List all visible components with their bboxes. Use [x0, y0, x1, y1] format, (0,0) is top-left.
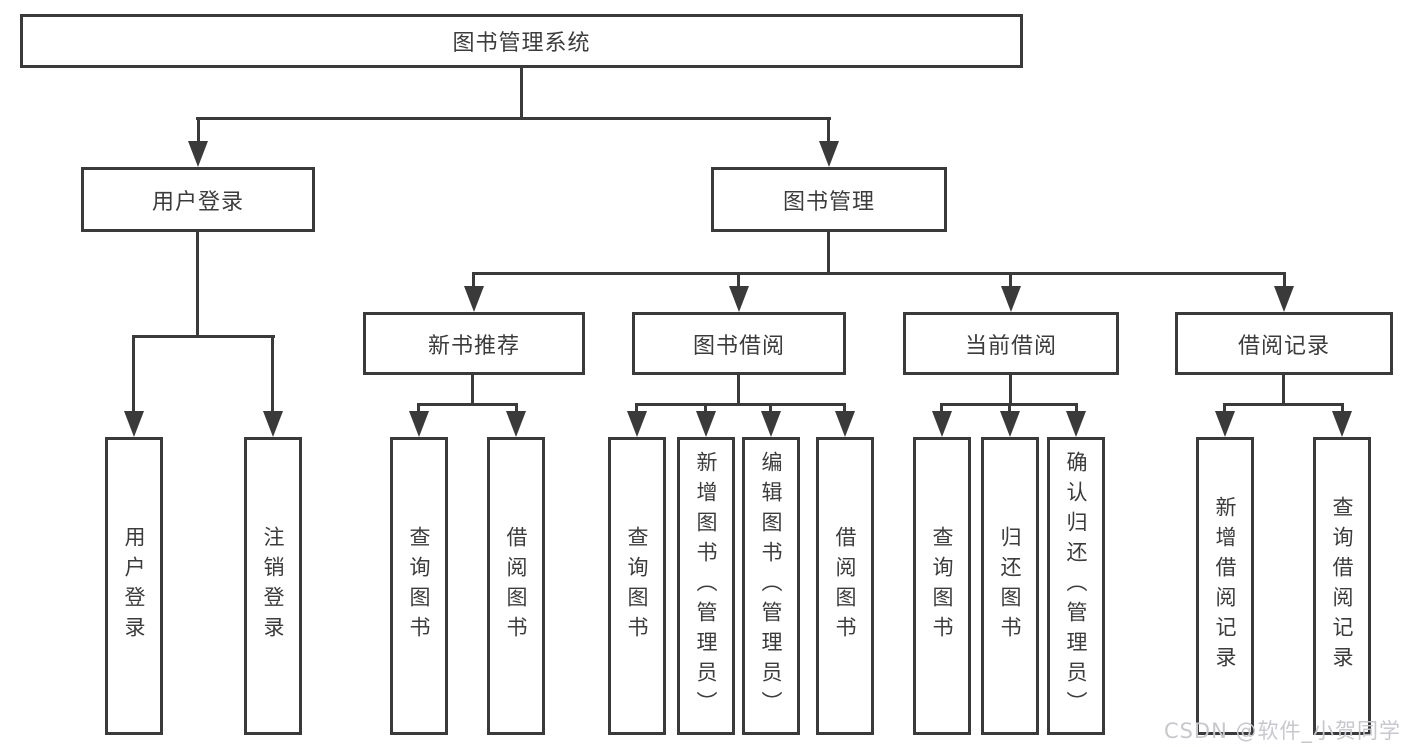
connector-line: [472, 272, 475, 288]
arrowhead-icon: [188, 141, 208, 167]
connector-line: [1223, 403, 1344, 406]
connector-line: [132, 335, 135, 413]
connector-line: [132, 335, 275, 338]
connector-line: [1075, 403, 1078, 413]
arrowhead-icon: [1215, 411, 1235, 437]
arrowhead-icon: [506, 411, 526, 437]
leaf-logout: 注销登录: [244, 437, 302, 735]
connector-line: [635, 403, 638, 413]
leaf-query-books-borrowing: 查询图书: [608, 437, 666, 735]
connector-line: [1283, 272, 1286, 288]
connector-line: [704, 403, 707, 413]
arrowhead-icon: [696, 411, 716, 437]
leaf-return-books: 归还图书: [981, 437, 1039, 735]
leaf-edit-books-admin: 编辑图书（管理员）: [742, 437, 800, 735]
connector-line: [737, 375, 740, 405]
connector-line: [196, 117, 831, 120]
leaf-query-books-recommend: 查询图书: [390, 437, 448, 735]
connector-line: [1341, 403, 1344, 413]
connector-line: [520, 68, 523, 119]
arrowhead-icon: [1332, 411, 1352, 437]
connector-line: [417, 403, 420, 413]
connector-line: [472, 272, 1286, 275]
node-user-login: 用户登录: [81, 167, 315, 232]
arrowhead-icon: [1000, 411, 1020, 437]
leaf-query-books-current: 查询图书: [913, 437, 971, 735]
node-library-management-system: 图书管理系统: [20, 14, 1023, 68]
arrowhead-icon: [1274, 286, 1294, 312]
connector-line: [471, 375, 474, 405]
connector-line: [197, 117, 200, 143]
arrowhead-icon: [932, 411, 952, 437]
connector-line: [635, 403, 846, 406]
connector-line: [737, 272, 740, 288]
connector-line: [417, 403, 518, 406]
arrowhead-icon: [1066, 411, 1086, 437]
arrowhead-icon: [835, 411, 855, 437]
leaf-borrow-books-recommend: 借阅图书: [487, 437, 545, 735]
node-book-management: 图书管理: [711, 167, 947, 232]
arrowhead-icon: [263, 411, 283, 437]
leaf-borrow-books: 借阅图书: [816, 437, 874, 735]
arrowhead-icon: [124, 411, 144, 437]
leaf-query-borrow-record: 查询借阅记录: [1313, 437, 1371, 735]
arrowhead-icon: [627, 411, 647, 437]
arrowhead-icon: [1001, 286, 1021, 312]
arrowhead-icon: [729, 286, 749, 312]
connector-line: [1282, 375, 1285, 405]
connector-line: [1008, 403, 1011, 413]
arrowhead-icon: [761, 411, 781, 437]
leaf-add-borrow-record: 新增借阅记录: [1196, 437, 1254, 735]
connector-line: [271, 335, 274, 413]
node-borrowing-records: 借阅记录: [1175, 312, 1393, 375]
connector-line: [827, 117, 830, 143]
connector-line: [1223, 403, 1226, 413]
connector-line: [1009, 272, 1012, 288]
node-new-book-recommendation: 新书推荐: [363, 312, 585, 375]
arrowhead-icon: [409, 411, 429, 437]
leaf-confirm-return-admin: 确认归还（管理员）: [1047, 437, 1105, 735]
leaf-user-login: 用户登录: [105, 437, 163, 735]
connector-line: [940, 403, 943, 413]
connector-line: [827, 232, 830, 274]
node-current-borrowing: 当前借阅: [903, 312, 1119, 375]
leaf-add-books-admin: 新增图书（管理员）: [677, 437, 735, 735]
arrowhead-icon: [464, 286, 484, 312]
node-book-borrowing: 图书借阅: [632, 312, 846, 375]
connector-line: [843, 403, 846, 413]
connector-line: [1009, 375, 1012, 405]
connector-line: [769, 403, 772, 413]
connector-line: [515, 403, 518, 413]
connector-line: [196, 232, 199, 336]
arrowhead-icon: [819, 141, 839, 167]
watermark: CSDN @软件_小贺同学: [1163, 719, 1401, 743]
